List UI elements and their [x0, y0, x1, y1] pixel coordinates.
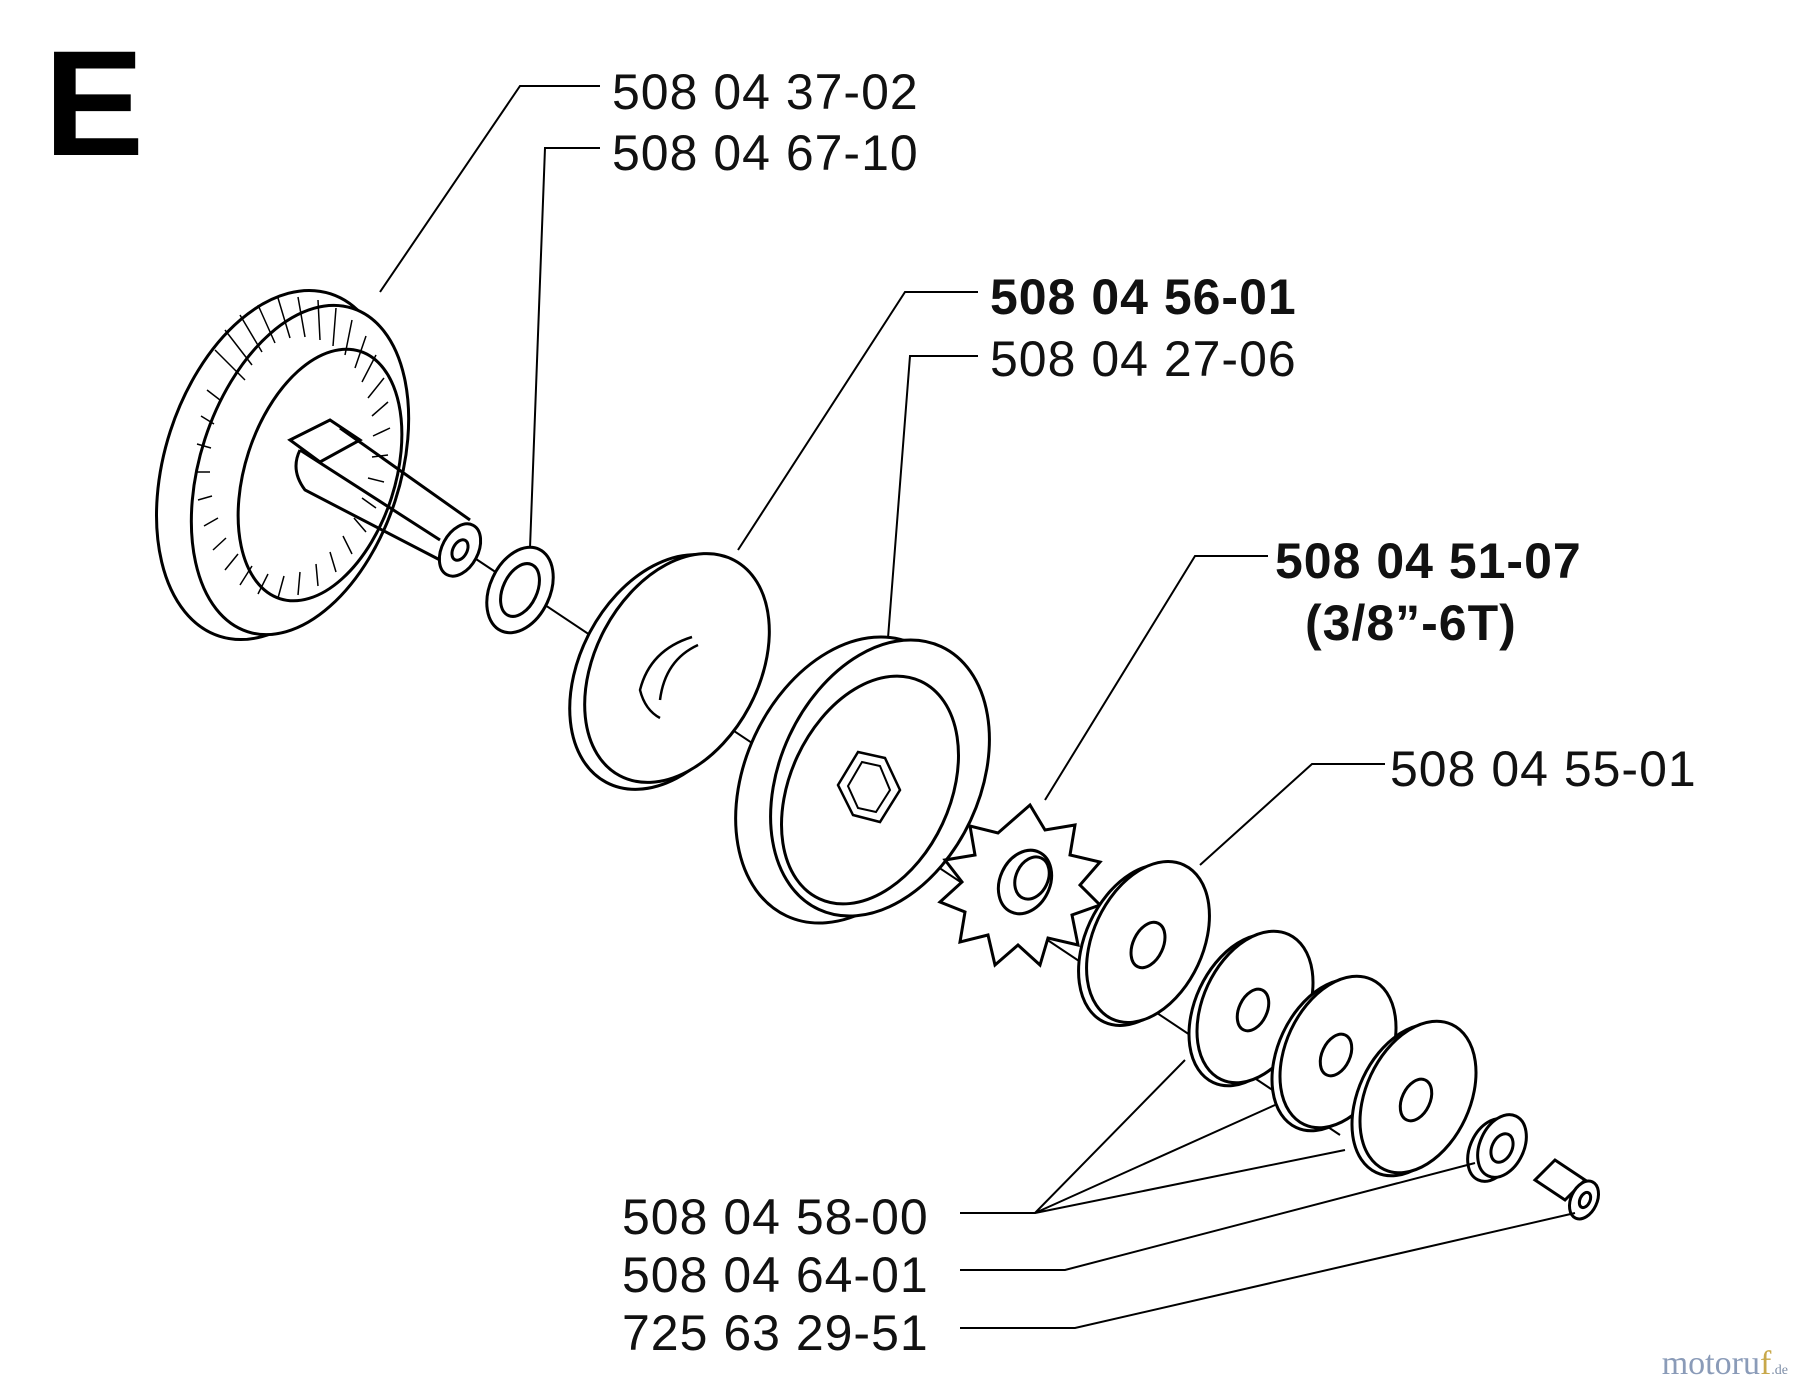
part-label-508-04-56-01: 508 04 56-01 — [990, 269, 1297, 325]
screw-drawing — [1532, 1158, 1601, 1221]
leader-p2 — [529, 147, 600, 549]
leader-p9 — [960, 1212, 1576, 1329]
clutch-plate-drawing — [568, 552, 771, 791]
part-label-508-04-55-01: 508 04 55-01 — [1390, 741, 1697, 797]
part-note-sprocket-spec: (3/8”-6T) — [1305, 595, 1517, 651]
clutch-drum-drawing — [734, 635, 991, 925]
leader-p4 — [887, 355, 978, 639]
leader-lines — [379, 85, 1576, 1329]
part-label-508-04-64-01: 508 04 64-01 — [622, 1247, 929, 1303]
sprocket-drawing — [937, 802, 1103, 968]
bevel-gear-drawing — [155, 288, 483, 642]
part-label-508-04-67-10: 508 04 67-10 — [612, 125, 919, 181]
part-label-508-04-27-06: 508 04 27-06 — [990, 331, 1297, 387]
part-label-508-04-37-02: 508 04 37-02 — [612, 64, 919, 120]
small-ring-washer-drawing — [485, 545, 555, 635]
leader-p6 — [1199, 763, 1385, 866]
leader-p3 — [737, 291, 978, 551]
watermark-logo: motoruf.de — [1661, 1345, 1788, 1382]
washer-55-01-drawing — [1077, 860, 1211, 1027]
section-letter: E — [44, 19, 145, 187]
leader-p5 — [1044, 555, 1268, 801]
part-label-508-04-51-07: 508 04 51-07 — [1275, 533, 1582, 589]
part-label-725-63-29-51: 725 63 29-51 — [622, 1305, 929, 1361]
washer-58-00-drawings — [1187, 929, 1478, 1178]
leader-p8 — [960, 1162, 1476, 1271]
leader-p7 — [960, 1059, 1346, 1214]
bushing-drawing — [1466, 1113, 1528, 1183]
part-label-508-04-58-00: 508 04 58-00 — [622, 1189, 929, 1245]
leader-p1 — [379, 85, 600, 293]
